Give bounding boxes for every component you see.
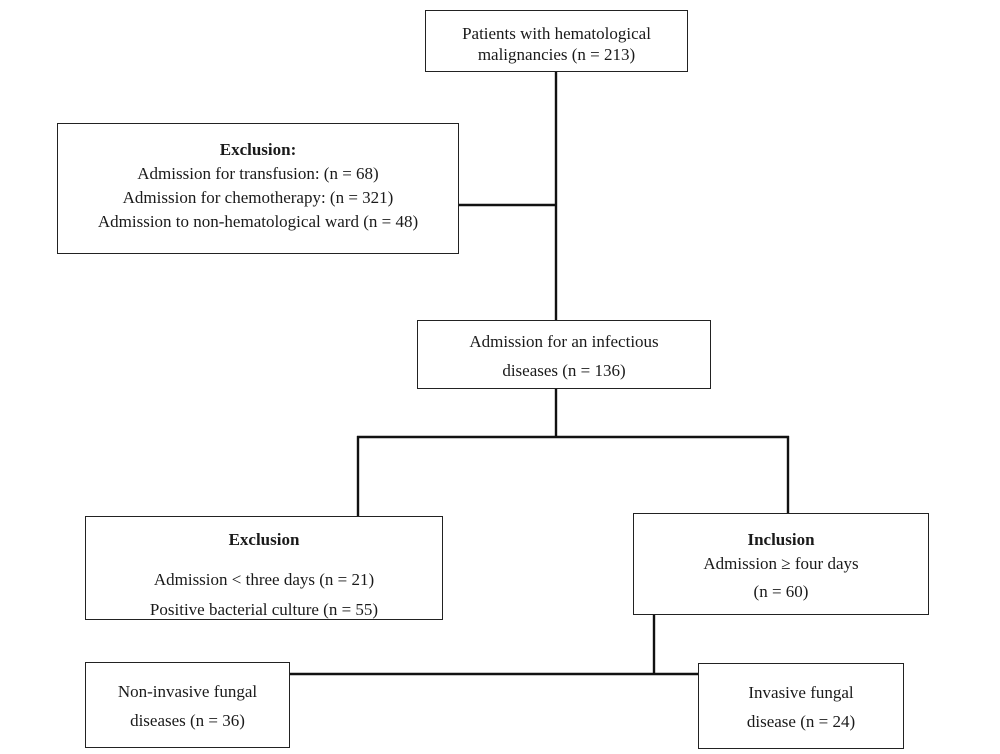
node-patients-line-1: Patients with hematological <box>462 24 651 43</box>
node-exclusion-2: Exclusion Admission < three days (n = 21… <box>85 516 443 620</box>
node-infectious: Admission for an infectious diseases (n … <box>417 320 711 389</box>
node-noninvasive-line-2: diseases (n = 36) <box>130 711 245 731</box>
node-noninvasive: Non-invasive fungal diseases (n = 36) <box>85 662 290 748</box>
node-infectious-line-1: Admission for an infectious <box>469 332 659 351</box>
node-patients: Patients with hematological malignancies… <box>425 10 688 72</box>
node-exclusion-2-line-2: Positive bacterial culture (n = 55) <box>149 599 379 619</box>
node-exclusion-1: Exclusion: Admission for transfusion: (n… <box>57 123 459 254</box>
node-inclusion: Inclusion Admission ≥ four days (n = 60) <box>633 513 929 615</box>
node-inclusion-line-2: (n = 60) <box>753 582 809 602</box>
node-exclusion-1-line-1: Admission for transfusion: (n = 68) <box>137 164 379 184</box>
node-inclusion-heading: Inclusion <box>747 530 815 549</box>
node-exclusion-1-line-2: Admission for chemotherapy: (n = 321) <box>122 188 394 208</box>
node-exclusion-2-heading: Exclusion <box>228 530 300 549</box>
node-patients-line-2: malignancies (n = 213) <box>477 45 636 65</box>
node-noninvasive-line-1: Non-invasive fungal <box>117 682 258 701</box>
node-exclusion-1-line-3: Admission to non-hematological ward (n =… <box>97 212 419 232</box>
node-infectious-line-2: diseases (n = 136) <box>502 361 626 381</box>
node-invasive-line-1: Invasive fungal <box>748 683 854 702</box>
node-exclusion-1-heading: Exclusion: <box>219 140 297 159</box>
node-invasive-line-2: disease (n = 24) <box>746 712 856 732</box>
node-invasive: Invasive fungal disease (n = 24) <box>698 663 904 749</box>
node-inclusion-line-1: Admission ≥ four days <box>703 554 859 574</box>
node-exclusion-2-line-1: Admission < three days (n = 21) <box>153 569 375 589</box>
